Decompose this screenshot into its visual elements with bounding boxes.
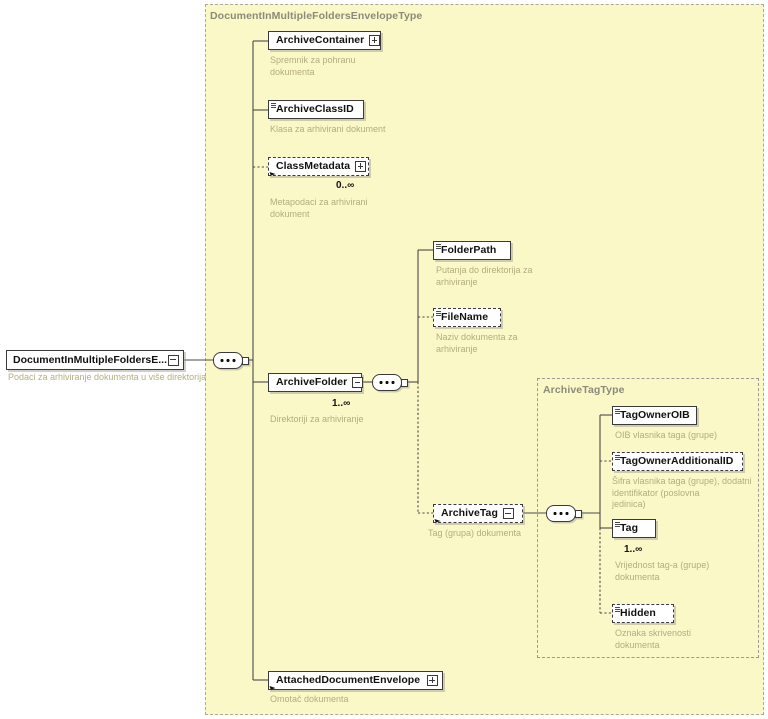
- root-element-label: DocumentInMultipleFoldersE...: [13, 354, 168, 366]
- node-archive-class-id-label: ArchiveClassID: [276, 103, 354, 116]
- node-hidden[interactable]: Hidden: [612, 604, 674, 623]
- annotation-folder-path: Putanja do direktorija za arhiviranje: [436, 265, 533, 287]
- group-box-envelope-type: [205, 4, 764, 715]
- expand-icon[interactable]: [369, 35, 381, 46]
- node-hidden-label: Hidden: [620, 607, 656, 620]
- expand-icon[interactable]: [427, 675, 438, 686]
- sequence-icon-archive-folder[interactable]: [372, 374, 408, 391]
- optional-marker-icon: [269, 170, 276, 176]
- simple-type-icon: [436, 243, 441, 250]
- annotation-tag: Vrijednost tag-a (grupe) dokumenta: [615, 560, 710, 582]
- node-tag[interactable]: Tag: [612, 519, 659, 544]
- node-folder-path[interactable]: FolderPath: [433, 241, 511, 260]
- node-archive-tag-label: ArchiveTag: [441, 507, 498, 520]
- annotation-archive-class-id: Klasa za arhivirani dokument: [270, 124, 386, 134]
- node-tag-owner-oib[interactable]: TagOwnerOIB: [612, 406, 697, 425]
- group-title-envelope-type: DocumentInMultipleFoldersEnvelopeType: [210, 10, 423, 22]
- collapse-icon[interactable]: [168, 354, 179, 366]
- node-archive-container-label: ArchiveContainer: [276, 34, 365, 47]
- node-file-name[interactable]: FileName: [433, 308, 501, 327]
- cardinality-archive-folder: 1..∞: [332, 398, 351, 409]
- simple-type-icon: [271, 102, 276, 109]
- node-attached-document-envelope-label: AttachedDocumentEnvelope: [276, 674, 421, 687]
- annotation-archive-container: Spremnik za pohranu dokumenta: [270, 55, 356, 77]
- annotation-hidden: Oznaka skrivenosti dokumenta: [615, 628, 692, 650]
- node-tag-owner-additional-id-label: TagOwnerAdditionalID: [620, 455, 734, 468]
- simple-type-icon: [615, 408, 620, 415]
- node-archive-class-id[interactable]: ArchiveClassID: [268, 100, 364, 119]
- annotation-archive-tag: Tag (grupa) dokumenta: [428, 528, 522, 538]
- annotation-file-name: Naziv dokumenta za arhiviranje: [436, 332, 518, 354]
- group-title-archive-tag-type: ArchiveTagType: [543, 384, 625, 396]
- node-folder-path-label: FolderPath: [441, 244, 497, 257]
- node-tag-owner-additional-id[interactable]: TagOwnerAdditionalID: [612, 452, 743, 471]
- sequence-icon-archive-tag[interactable]: [546, 505, 582, 522]
- node-archive-folder-label: ArchiveFolder: [276, 376, 348, 389]
- node-archive-container[interactable]: ArchiveContainer: [268, 31, 381, 50]
- simple-type-icon: [615, 521, 620, 528]
- node-archive-folder[interactable]: ArchiveFolder: [268, 373, 365, 398]
- group-box-archive-tag-type: [537, 378, 759, 658]
- node-archive-tag[interactable]: ArchiveTag: [433, 504, 523, 523]
- optional-marker-icon: [269, 684, 276, 690]
- root-element-node[interactable]: DocumentInMultipleFoldersE...: [6, 350, 184, 370]
- simple-type-icon: [615, 606, 620, 613]
- node-class-metadata-label: ClassMetadata: [276, 160, 351, 173]
- annotation-attached-document-envelope: Omotač dokumenta: [270, 694, 349, 704]
- root-element-annotation: Podaci za arhiviranje dokumenta u više d…: [8, 372, 207, 382]
- annotation-archive-folder: Direktoriji za arhiviranje: [270, 414, 364, 424]
- node-class-metadata[interactable]: ClassMetadata: [268, 157, 369, 176]
- node-attached-document-envelope[interactable]: AttachedDocumentEnvelope: [268, 671, 443, 690]
- annotation-tag-owner-oib: OIB vlasnika taga (grupe): [615, 430, 718, 440]
- cardinality-tag: 1..∞: [624, 544, 643, 555]
- collapse-icon[interactable]: [352, 377, 364, 388]
- collapse-icon[interactable]: [502, 508, 514, 519]
- node-tag-owner-oib-label: TagOwnerOIB: [620, 409, 690, 422]
- node-tag-label: Tag: [620, 522, 639, 535]
- cardinality-class-metadata: 0..∞: [336, 180, 355, 191]
- node-file-name-label: FileName: [441, 311, 489, 324]
- annotation-tag-owner-additional-id: Šifra vlasnika taga (grupe), dodatni ide…: [612, 476, 752, 509]
- annotation-class-metadata: Metapodaci za arhivirani dokument: [270, 197, 368, 219]
- expand-icon[interactable]: [355, 161, 367, 172]
- simple-type-icon: [436, 310, 441, 317]
- simple-type-icon: [615, 454, 620, 461]
- optional-marker-icon: [434, 517, 441, 523]
- sequence-icon-root[interactable]: [213, 352, 249, 369]
